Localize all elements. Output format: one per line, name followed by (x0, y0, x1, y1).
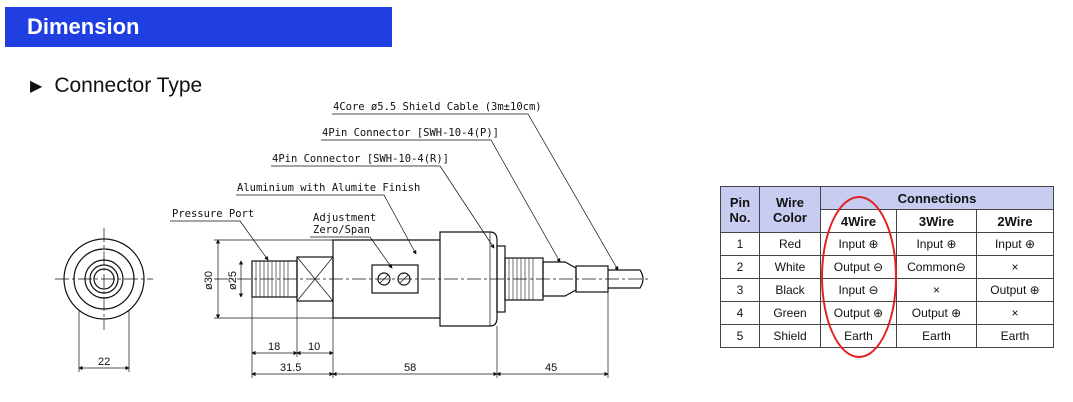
cell-2wire: Earth (976, 324, 1054, 348)
cell-3wire: Earth (896, 324, 977, 348)
front-view (55, 228, 153, 372)
side-view (170, 113, 650, 378)
header-color-line1: Wire (775, 194, 805, 210)
callout-body-finish: Aluminium with Alumite Finish (237, 182, 420, 194)
header-3wire: 3Wire (896, 209, 977, 233)
cell-2wire: Input ⊕ (976, 232, 1054, 256)
subsection-title: ▶ Connector Type (30, 74, 202, 98)
cell-3wire: Common⊖ (896, 255, 977, 279)
subsection-label: Connector Type (54, 74, 203, 97)
cell-2wire: × (976, 301, 1054, 325)
cell-2wire: Output ⊕ (976, 278, 1054, 302)
callout-zero-span: Zero/Span (313, 224, 370, 236)
dim-front-width: 22 (98, 356, 110, 368)
dim-45: 45 (545, 362, 557, 374)
highlight-ellipse (821, 196, 897, 358)
cell-pin: 3 (720, 278, 760, 302)
cell-color: Shield (759, 324, 821, 348)
dim-58: 58 (404, 362, 416, 374)
cell-pin: 4 (720, 301, 760, 325)
header-color-line2: Color (773, 209, 807, 225)
cell-color: Black (759, 278, 821, 302)
header-2wire: 2Wire (976, 209, 1054, 233)
cell-pin: 5 (720, 324, 760, 348)
cell-pin: 1 (720, 232, 760, 256)
triangle-bullet-icon: ▶ (30, 78, 43, 95)
header-pin: Pin No. (720, 186, 760, 233)
header-pin-line1: Pin (729, 194, 751, 210)
dim-dia30: ø30 (203, 271, 215, 290)
header-title: Dimension (27, 14, 140, 39)
section-header: Dimension (5, 7, 392, 47)
header-wire-color: Wire Color (759, 186, 821, 233)
header-pin-line2: No. (729, 209, 751, 225)
cell-pin: 2 (720, 255, 760, 279)
cell-color: Green (759, 301, 821, 325)
callout-cable: 4Core ø5.5 Shield Cable (3m±10cm) (333, 101, 542, 113)
callout-adjustment: Adjustment (313, 212, 376, 224)
cell-color: Red (759, 232, 821, 256)
cell-3wire: Output ⊕ (896, 301, 977, 325)
cell-color: White (759, 255, 821, 279)
cell-2wire: × (976, 255, 1054, 279)
dim-dia25: ø25 (227, 271, 239, 290)
cell-3wire: Input ⊕ (896, 232, 977, 256)
dim-31-5: 31.5 (280, 362, 301, 374)
dim-18: 18 (268, 341, 280, 353)
callout-connector-r: 4Pin Connector [SWH-10-4(R)] (272, 153, 449, 165)
cell-3wire: × (896, 278, 977, 302)
callout-connector-p: 4Pin Connector [SWH-10-4(P)] (322, 127, 499, 139)
callout-pressure-port: Pressure Port (172, 208, 254, 220)
dim-10: 10 (308, 341, 320, 353)
